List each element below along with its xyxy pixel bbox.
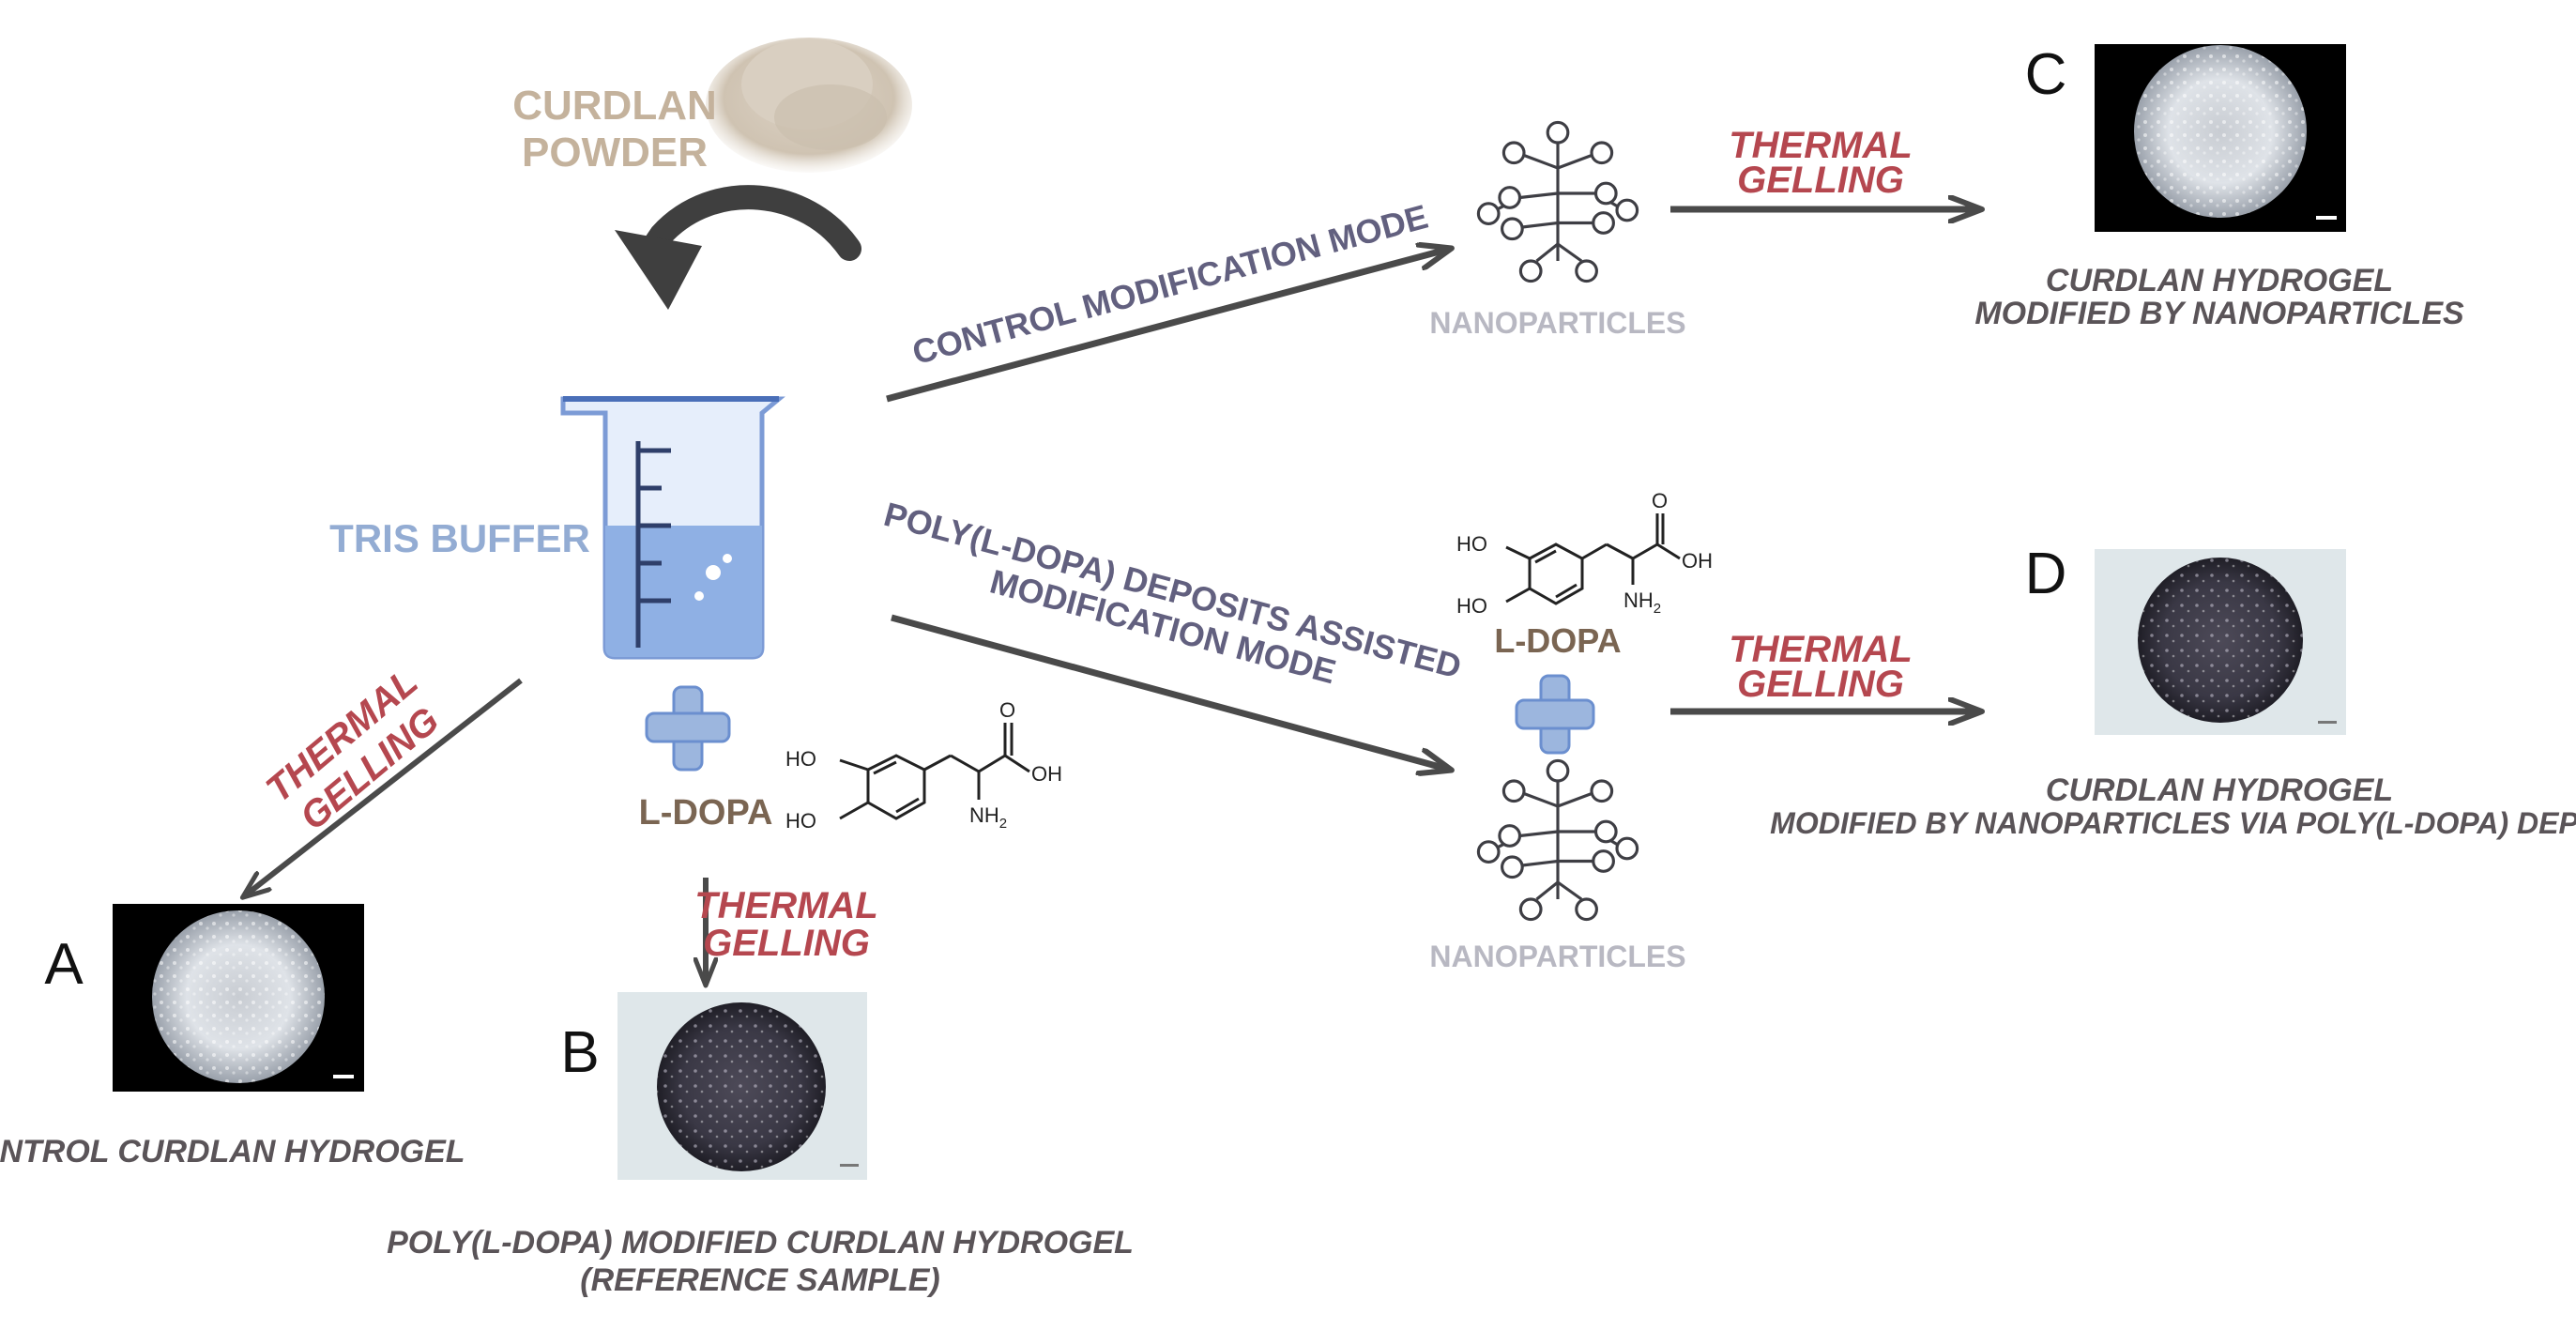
thermal-gelling-label-c: THERMAL GELLING xyxy=(1729,125,1913,201)
tris-buffer-label: TRIS BUFFER xyxy=(329,516,590,560)
sample-d-caption-line1: CURDLAN HYDROGEL xyxy=(2046,772,2393,808)
sample-d-image xyxy=(2095,549,2346,735)
l-dopa-label-left: L-DOPA xyxy=(639,793,773,833)
plus-icon xyxy=(645,685,731,772)
svg-text:GELLING: GELLING xyxy=(1737,160,1904,201)
chem-nh2-right: NH2 xyxy=(1623,589,1661,617)
curdlan-powder-label-line2: POWDER xyxy=(522,130,708,176)
curved-arrow-icon xyxy=(615,185,861,310)
curdlan-powder-label-line1: CURDLAN xyxy=(512,83,717,129)
sample-c-letter: C xyxy=(2025,42,2067,107)
sample-b-letter: B xyxy=(560,1020,599,1085)
sample-a-image xyxy=(113,904,364,1092)
chem-ho-top-right: HO xyxy=(1456,532,1487,556)
svg-text:GELLING: GELLING xyxy=(703,923,870,964)
l-dopa-structure-left: HO HO O OH NH2 xyxy=(785,698,1062,833)
svg-text:GELLING: GELLING xyxy=(1737,664,1904,705)
sample-a-caption: CONTROL CURDLAN HYDROGEL xyxy=(0,1134,465,1169)
sample-d-letter: D xyxy=(2025,542,2067,606)
svg-text:POLY(L-DOPA) DEPOSITS ASSISTED: POLY(L-DOPA) DEPOSITS ASSISTED xyxy=(880,495,1466,686)
plus-icon-right xyxy=(1515,674,1595,755)
l-dopa-label-right: L-DOPA xyxy=(1494,621,1621,660)
nanoparticles-label-top: NANOPARTICLES xyxy=(1429,306,1685,340)
poly-mode-label: POLY(L-DOPA) DEPOSITS ASSISTED MODIFICAT… xyxy=(880,495,1466,691)
chem-ho-top-left: HO xyxy=(785,747,816,771)
arrow-to-a xyxy=(244,678,523,896)
chem-ho-bottom-left: HO xyxy=(785,809,816,833)
chem-o-left: O xyxy=(999,698,1015,722)
sample-c-caption-line1: CURDLAN HYDROGEL xyxy=(2046,263,2393,298)
sample-b-caption-line1: POLY(L-DOPA) MODIFIED CURDLAN HYDROGEL xyxy=(387,1225,1134,1261)
nanoparticles-icon-top xyxy=(1476,120,1639,283)
arrow-control-mode xyxy=(886,249,1450,403)
svg-text:THERMAL: THERMAL xyxy=(1729,629,1913,670)
sample-d-caption-line2: MODIFIED BY NANOPARTICLES VIA POLY(L-DOP… xyxy=(1770,806,2576,840)
thermal-gelling-label-a: THERMAL GELLING xyxy=(258,661,447,838)
sample-b-image xyxy=(617,992,867,1180)
control-mode-label: CONTROL MODIFICATION MODE xyxy=(908,197,1432,372)
sample-c-caption-line2: MODIFIED BY NANOPARTICLES xyxy=(1974,296,2464,331)
arrow-poly-mode xyxy=(891,614,1450,770)
sample-a-letter: A xyxy=(44,932,84,997)
chem-oh-right: OH xyxy=(1682,549,1713,573)
svg-text:THERMAL: THERMAL xyxy=(694,885,878,926)
chem-o-right: O xyxy=(1652,489,1668,512)
chem-ho-bottom-right: HO xyxy=(1456,594,1487,618)
sample-b-caption-line2: (REFERENCE SAMPLE) xyxy=(580,1262,939,1298)
nanoparticles-icon-bottom xyxy=(1476,758,1639,922)
nanoparticles-label-bottom: NANOPARTICLES xyxy=(1429,940,1685,973)
chem-oh-left: OH xyxy=(1031,762,1062,786)
l-dopa-structure-right: HO HO O OH NH2 xyxy=(1456,489,1713,618)
chem-nh2-left: NH2 xyxy=(969,803,1007,832)
curdlan-powder-image xyxy=(706,38,912,173)
sample-c-image xyxy=(2095,44,2346,232)
thermal-gelling-label-d: THERMAL GELLING xyxy=(1729,629,1913,705)
thermal-gelling-label-b: THERMAL GELLING xyxy=(694,885,878,964)
beaker-icon xyxy=(560,396,785,660)
svg-text:THERMAL: THERMAL xyxy=(1729,125,1913,166)
